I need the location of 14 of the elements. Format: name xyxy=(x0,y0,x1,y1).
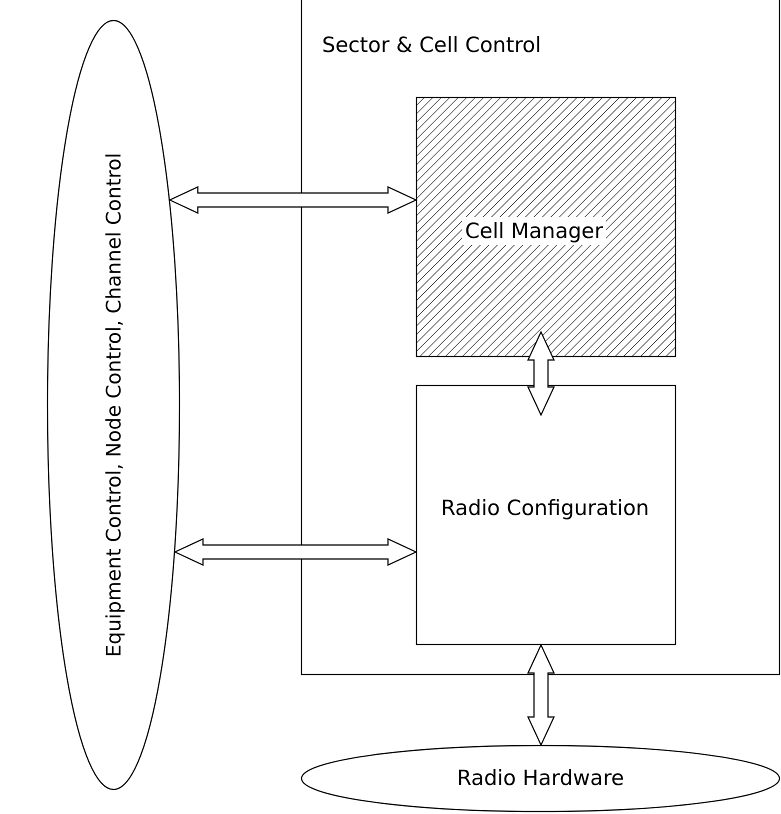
double-arrow xyxy=(168,186,418,214)
process-box xyxy=(416,385,676,645)
node-label: Cell Manager xyxy=(462,217,606,246)
hatched-box xyxy=(416,97,676,357)
node-label: Radio Hardware xyxy=(456,765,626,792)
container-box xyxy=(301,0,780,675)
double-arrow xyxy=(527,330,555,416)
ellipse-node xyxy=(301,745,780,812)
ellipse-node xyxy=(47,20,180,790)
node-label: Equipment Control, Node Control, Channel Control xyxy=(101,152,126,658)
node-label: Sector & Cell Control xyxy=(322,32,542,58)
node-label: Radio Configuration xyxy=(441,495,650,522)
double-arrow xyxy=(174,538,418,566)
double-arrow xyxy=(527,644,555,746)
